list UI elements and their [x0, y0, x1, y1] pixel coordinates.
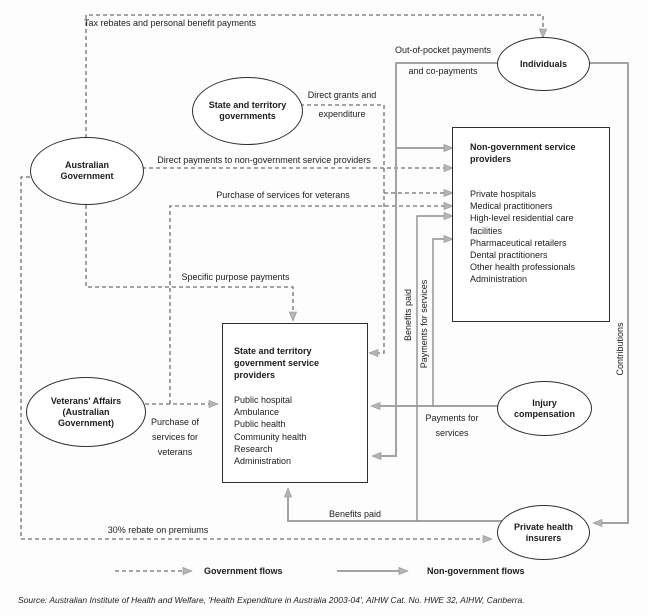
legend-government-flows-label: Government flows — [204, 566, 283, 576]
label-tax-rebates: Tax rebates and personal benefit payment… — [83, 18, 257, 28]
label-out-of-pocket-line2: and co-payments — [408, 66, 478, 76]
arrowhead-right-icon — [482, 534, 493, 544]
arrowhead-up-icon — [283, 487, 293, 498]
arrowhead-left-icon — [368, 348, 379, 358]
box-title: Non-government service providers — [470, 142, 576, 164]
arrowhead-right-icon — [208, 399, 219, 409]
node-australian-government: Australian Government — [30, 137, 144, 205]
box-non-government-providers: Non-government service providers Private… — [452, 127, 610, 322]
arrowhead-right-icon — [443, 201, 454, 211]
node-state-territory-governments: State and territory governments — [192, 77, 303, 145]
arrowhead-left-icon — [370, 401, 381, 411]
legend-non-government-flows-label: Non-government flows — [427, 566, 525, 576]
label-out-of-pocket-line1: Out-of-pocket payments — [394, 45, 492, 55]
label-specific-purpose: Specific purpose payments — [181, 272, 290, 282]
arrowhead-right-icon — [443, 188, 454, 198]
list-item: Dental practitioners — [470, 250, 548, 261]
arrowhead-right-icon — [443, 143, 454, 153]
node-private-health-insurers: Private health insurers — [497, 505, 590, 560]
list-item: Other health professionals — [470, 262, 576, 273]
arrowhead-left-icon — [592, 518, 603, 528]
list-item: Administration — [234, 456, 292, 467]
label-contributions-vertical: Contributions — [615, 322, 625, 376]
label-payments-for-services-stacked: Payments for services — [425, 413, 479, 438]
contributions-line — [580, 62, 629, 524]
box-title: State and territory government service p… — [234, 346, 320, 380]
node-individuals: Individuals — [497, 37, 590, 91]
rebate-30-line — [20, 176, 483, 540]
node-injury-compensation: Injury compensation — [497, 381, 592, 436]
arrowhead-right-icon — [182, 566, 193, 576]
list-item: Public hospital — [234, 395, 293, 405]
specific-purpose-line — [85, 198, 294, 312]
veterans-purchase-upper-line — [169, 205, 444, 404]
box-state-government-providers: State and territory government service p… — [222, 323, 368, 483]
node-veterans-affairs: Veterans' Affairs (Australian Government… — [26, 377, 146, 447]
list-item: Research — [234, 443, 273, 454]
tax-rebates-line — [85, 14, 544, 145]
arrowhead-right-icon — [398, 566, 409, 576]
list-item: Administration — [470, 274, 528, 285]
payments-for-services-vertical-line — [432, 238, 444, 406]
label-direct-grants-line2: expenditure — [318, 109, 366, 119]
arrowhead-down-icon — [538, 28, 548, 39]
arrowhead-left-icon — [371, 451, 382, 461]
benefits-paid-line — [287, 497, 510, 522]
list-item: Community health — [234, 431, 307, 442]
label-purchase-of-services: Purchase of services for veterans — [216, 190, 350, 200]
arrowhead-right-icon — [443, 211, 454, 221]
list-item: Private hospitals — [470, 189, 537, 199]
label-payments-for-services-vertical: Payments for services — [419, 279, 429, 369]
arrowhead-down-icon — [288, 311, 298, 322]
label-rebate-30: 30% rebate on premiums — [107, 525, 209, 535]
list-item: Medical practitioners — [470, 201, 553, 212]
arrowhead-right-icon — [443, 163, 454, 173]
label-direct-payments: Direct payments to non-government servic… — [157, 155, 371, 165]
label-direct-grants-line1: Direct grants and — [307, 90, 377, 100]
list-item: Ambulance — [234, 407, 280, 418]
list-item: Public health — [234, 419, 286, 430]
out-of-pocket-line — [380, 62, 505, 457]
label-purchase-of-services-stacked: Purchase of services for veterans — [150, 417, 200, 457]
list-item: Pharmaceutical retailers — [470, 237, 567, 248]
list-item: High-level residential care facilities — [470, 213, 574, 236]
label-benefits-paid-vertical: Benefits paid — [403, 288, 413, 342]
source-note: Source: Australian Institute of Health a… — [18, 595, 525, 605]
arrowhead-right-icon — [443, 234, 454, 244]
benefits-paid-vertical-line — [416, 215, 444, 521]
label-benefits-paid: Benefits paid — [328, 509, 382, 519]
direct-grants-line — [293, 104, 385, 354]
